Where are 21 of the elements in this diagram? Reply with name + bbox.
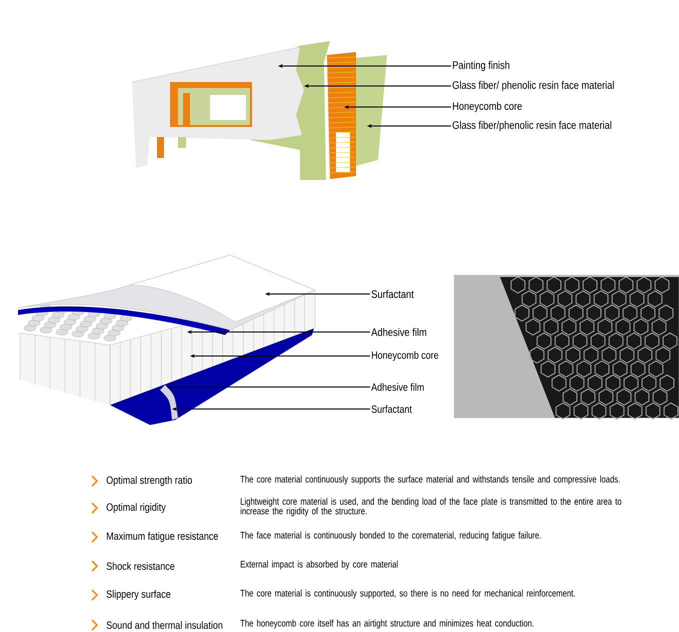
part-label: Honeycomb core xyxy=(452,102,522,112)
feature-name: Slippery surface xyxy=(106,590,170,600)
feature-name: Optimal strength ratio xyxy=(106,476,192,486)
feature-name: Shock resistance xyxy=(106,562,174,570)
part-label: Glass fiber/phenolic resin face material xyxy=(452,120,612,132)
part-label: Glass fiber/ phenolic resin face material xyxy=(452,80,614,92)
part-label: Honeycomb core xyxy=(372,351,438,361)
feature-name: Sound and thermal insulation xyxy=(106,621,222,629)
part-label: Adhesive film xyxy=(371,383,424,391)
feature-name: Maximum fatigue resistance xyxy=(106,532,218,542)
part-label: Surfactant xyxy=(372,290,414,298)
feature-description: The honeycomb core itself has an airtight structure and minimizes heat conduction. xyxy=(240,620,534,628)
part-label: Painting finish xyxy=(452,60,510,72)
feature-description: Lightweight core material is used, and the bending load of the face plate is transmitted to the entire area to increase the rigidity of the structure. xyxy=(240,498,622,516)
part-label: Surfactant xyxy=(372,405,412,413)
feature-description: External impact is absorbed by core material xyxy=(240,560,398,570)
feature-description: The core material is continuously supported, so there is no need for mechanical reinforcement. xyxy=(240,590,575,598)
feature-name: Optimal rigidity xyxy=(106,503,166,513)
feature-description: The face material is continuously bonded to the corematerial, reducing fatigue failure. xyxy=(240,532,541,540)
feature-description: The core material continuously supports the surface material and withstands tensile and compressive loads. xyxy=(240,476,620,484)
part-label: Adhesive film xyxy=(371,328,426,336)
